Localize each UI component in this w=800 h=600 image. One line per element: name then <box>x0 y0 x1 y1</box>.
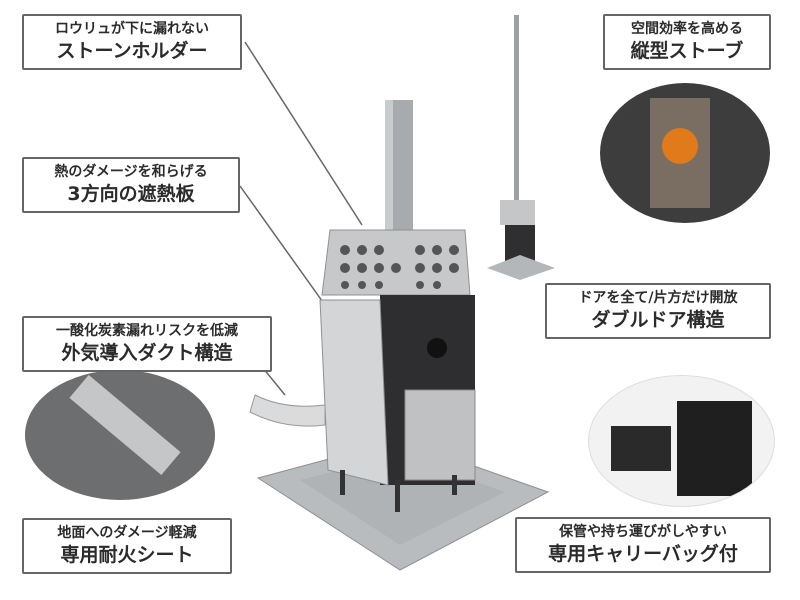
carry-bag-photo <box>588 375 775 507</box>
vertical-stove-photo <box>600 83 770 223</box>
small-chimney <box>514 15 519 200</box>
air-duct <box>249 394 326 427</box>
callout-vertical: 空間効率を高める 縦型ストーブ <box>603 14 771 70</box>
callout-duct: 一酸化炭素漏れリスクを低減 外気導入ダクト構造 <box>22 316 272 372</box>
callout-fire-sheet-line2: 専用耐火シート <box>60 544 194 566</box>
duct-closeup-photo <box>25 370 215 500</box>
callout-carry-bag-line2: 専用キャリーバッグ付 <box>548 543 738 565</box>
callout-vertical-line1: 空間効率を高める <box>631 21 743 37</box>
callout-double-door-line2: ダブルドア構造 <box>591 309 725 331</box>
callout-stone-holder: ロウリュが下に漏れない ストーンホルダー <box>22 14 242 70</box>
callout-duct-line2: 外気導入ダクト構造 <box>61 342 233 364</box>
leader-line-heat-shield <box>239 185 326 306</box>
callout-vertical-line2: 縦型ストーブ <box>630 40 744 62</box>
callout-stone-holder-line1: ロウリュが下に漏れない <box>55 21 209 37</box>
callout-carry-bag: 保管や持ち運びがしやすい 専用キャリーバッグ付 <box>515 517 771 573</box>
callout-duct-line1: 一酸化炭素漏れリスクを低減 <box>56 323 238 339</box>
heat-shield-panel <box>319 299 389 486</box>
callout-double-door: ドアを全て/片方だけ開放 ダブルドア構造 <box>545 283 771 339</box>
leader-line-stone-holder <box>244 41 363 226</box>
callout-carry-bag-line1: 保管や持ち運びがしやすい <box>559 524 727 540</box>
callout-heat-shield-line1: 熱のダメージを和らげる <box>54 164 208 180</box>
callout-fire-sheet-line1: 地面へのダメージ軽減 <box>57 525 197 541</box>
callout-heat-shield-line2: 3方向の遮熱板 <box>67 183 195 205</box>
callout-double-door-line1: ドアを全て/片方だけ開放 <box>578 290 738 306</box>
stove-door <box>404 389 476 481</box>
callout-stone-holder-line2: ストーンホルダー <box>56 40 208 62</box>
callout-heat-shield: 熱のダメージを和らげる 3方向の遮熱板 <box>22 157 240 213</box>
callout-fire-sheet: 地面へのダメージ軽減 専用耐火シート <box>22 518 232 574</box>
